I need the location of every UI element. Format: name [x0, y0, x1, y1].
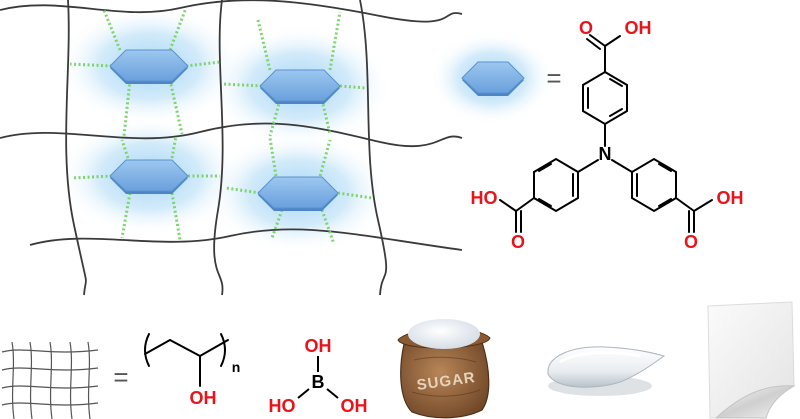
hbond: [168, 79, 184, 135]
right-benzene-ring: [631, 157, 677, 213]
pva-right-bracket: [220, 333, 226, 367]
legend-hexagon: [461, 61, 525, 96]
hbond: [71, 174, 113, 180]
left-benzene-ring: [533, 157, 579, 213]
hbond: [320, 99, 332, 135]
hbond: [120, 192, 132, 239]
mesh-strand: [213, 0, 224, 296]
linker-hexagon: [109, 49, 189, 84]
boric-right-hydroxyl: OH: [341, 396, 368, 416]
mini-mesh-icon: [1, 341, 99, 419]
hbond: [120, 139, 130, 159]
hbond: [328, 11, 342, 71]
right-hydroxyl: OH: [717, 188, 744, 208]
pva-structure: [144, 333, 229, 387]
film-curl: [714, 385, 796, 419]
right-carboxyl-bond: [675, 197, 695, 212]
hbond: [185, 60, 221, 68]
top-benzene-ring: [582, 70, 628, 126]
mesh-strand: [29, 228, 463, 251]
hbond: [168, 7, 188, 51]
top-carbonyl-o: O: [579, 18, 593, 38]
tripodal-linker-structure: [499, 34, 713, 233]
gel-body: [547, 346, 666, 388]
hbond: [170, 192, 182, 241]
polymer-mesh: [0, 0, 463, 296]
tripodal-linker-labels: O OH N HO O OH O: [471, 18, 744, 252]
mesh-equals-sign: =: [113, 362, 128, 392]
sugar-sack-icon: SUGAR: [397, 319, 491, 419]
nitrogen-atom: N: [599, 144, 612, 164]
hbond: [170, 135, 178, 159]
linker-legend: =: [430, 32, 562, 124]
mesh-strand: [65, 0, 87, 296]
right-carbonyl-o: O: [684, 232, 698, 252]
hydrogen-bonds: [69, 7, 373, 245]
mesh-strand: [0, 122, 463, 148]
linker-hexagon: [109, 159, 189, 194]
hbond: [268, 137, 278, 177]
hbond: [320, 209, 336, 245]
mesh-strand: [359, 0, 388, 296]
pva-repeat-subscript: n: [232, 359, 241, 375]
top-hydroxyl: OH: [625, 18, 652, 38]
linker-hexagon: [257, 176, 339, 211]
curled-film-icon: [707, 301, 796, 419]
left-carboxyl-bond: [515, 197, 535, 212]
pva-left-bracket: [144, 333, 150, 367]
linker-hexagons: [109, 49, 341, 211]
hbond: [223, 82, 263, 88]
hbond: [122, 79, 132, 137]
boric-acid-labels: OH B HO OH: [269, 336, 368, 416]
sugar-heap: [408, 319, 480, 349]
boric-left-hydroxyl: HO: [269, 396, 296, 416]
hbond: [270, 209, 284, 239]
left-carbonyl-o: O: [511, 232, 525, 252]
network-panel: [0, 0, 463, 296]
equals-sign: =: [546, 63, 561, 93]
gel-smear-icon: [547, 346, 666, 396]
boric-acid-structure: [297, 356, 339, 399]
pva-hydroxyl: OH: [190, 388, 217, 408]
boron-atom: B: [312, 372, 325, 392]
linker-hexagon: [259, 69, 341, 104]
mesh-strand: [0, 0, 463, 23]
hbond: [268, 99, 282, 137]
left-hydroxyl: HO: [471, 188, 498, 208]
boric-top-hydroxyl: OH: [305, 336, 332, 356]
hbond: [225, 186, 261, 195]
hbond: [318, 139, 332, 177]
hbond: [337, 191, 373, 200]
